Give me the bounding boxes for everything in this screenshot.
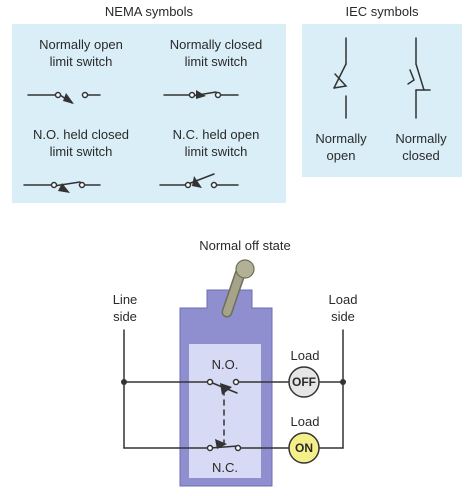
lamp-on-label: ON (295, 441, 313, 455)
normal-off-state-label: Normal off state (199, 238, 291, 253)
nema-normally-closed-symbol (163, 90, 239, 99)
load-bottom-label: Load (290, 414, 320, 429)
nema-no-held-closed-label-line2: limit switch (49, 144, 113, 159)
nema-no-label-line2: limit switch (49, 54, 113, 69)
line-side-label-line2: side (113, 309, 137, 324)
nema-no-held-closed-label-line1: N.O. held closed (32, 127, 130, 142)
nema-nc-held-open-label-line1: N.C. held open (172, 127, 260, 142)
nema-nc-label-line1: Normally closed (169, 37, 263, 52)
nema-no-label-line1: Normally open (39, 37, 123, 52)
line-side-label-line1: Line (112, 292, 138, 307)
nema-no-held-closed-symbol (23, 181, 101, 193)
nema-normally-open-symbol (27, 91, 101, 104)
lamp-on (288, 432, 320, 464)
nema-nc-held-open-symbol (159, 173, 239, 189)
switch-lever (221, 259, 255, 318)
nc-contact-blade (209, 445, 239, 449)
nema-nc-label-line2: limit switch (184, 54, 248, 69)
limit-switch-circuit (121, 259, 346, 487)
nema-panel (12, 24, 286, 203)
switch-window (189, 344, 261, 478)
lamp-off (288, 366, 320, 398)
iec-normally-closed-symbol (407, 37, 431, 119)
load-side-label-line1: Load (328, 292, 358, 307)
iec-panel (302, 24, 462, 177)
lever-roller (235, 259, 255, 279)
iec-no-label-line2: open (326, 148, 356, 163)
iec-nc-label-line1: Normally (395, 131, 447, 146)
lamp-off-label: OFF (292, 375, 316, 389)
nema-title: NEMA symbols (104, 4, 194, 19)
load-top-label: Load (290, 348, 320, 363)
nema-nc-held-open-label-line2: limit switch (184, 144, 248, 159)
iec-no-label-line1: Normally (315, 131, 367, 146)
load-side-label-line2: side (331, 309, 355, 324)
no-contact-label: N.O. (211, 357, 239, 372)
iec-normally-open-symbol (333, 37, 348, 119)
nc-contact-label: N.C. (212, 460, 238, 475)
iec-nc-label-line2: closed (402, 148, 440, 163)
iec-title: IEC symbols (345, 4, 419, 19)
